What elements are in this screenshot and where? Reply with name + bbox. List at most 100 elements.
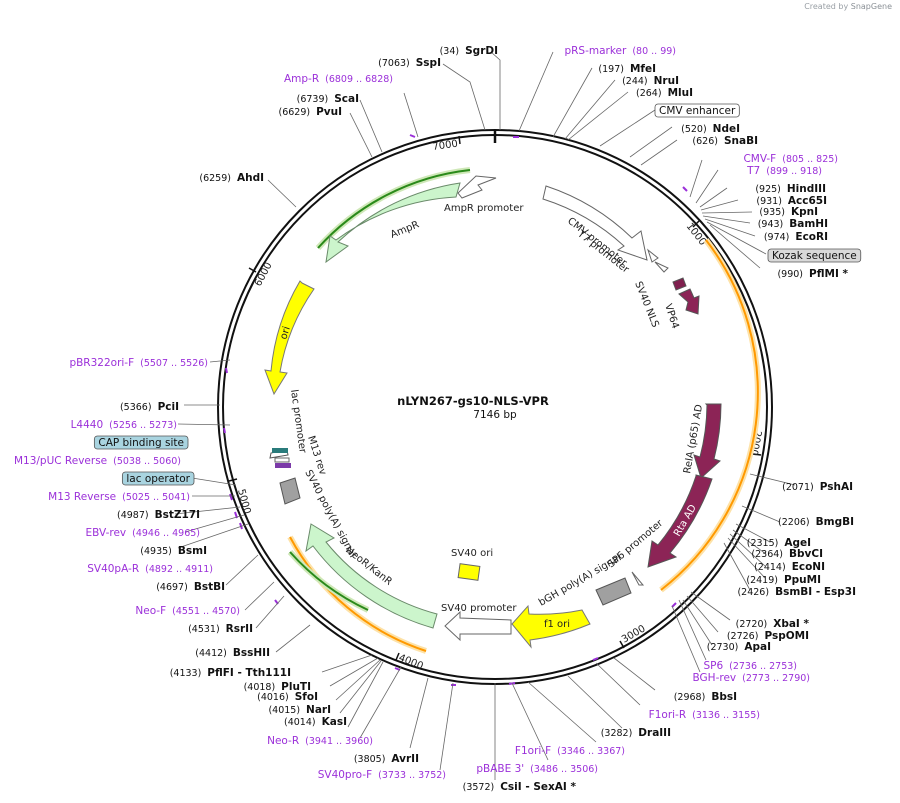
site-name: BstBI bbox=[194, 581, 225, 593]
site-label-enzyme[interactable]: (2726)PspOMI bbox=[727, 630, 809, 642]
site-position: (626) bbox=[692, 136, 718, 147]
site-label-enzyme[interactable]: (4015)NarI bbox=[268, 704, 331, 716]
site-label-enzyme[interactable]: (3282)DraIII bbox=[601, 727, 671, 739]
feature-cap-site[interactable] bbox=[272, 448, 288, 453]
site-position: (4551 .. 4570) bbox=[172, 606, 240, 617]
feature-t7-promoter[interactable] bbox=[646, 248, 659, 263]
site-label-primer[interactable]: (899 .. 918)T7 bbox=[746, 165, 822, 177]
site-label-enzyme[interactable]: (3805)AvrII bbox=[354, 753, 419, 765]
site-label-primer[interactable]: (4892 .. 4911)SV40pA-R bbox=[87, 563, 213, 575]
feature-ampr[interactable] bbox=[325, 182, 461, 264]
site-label-primer[interactable]: (5025 .. 5041)M13 Reverse bbox=[48, 491, 190, 503]
site-label-primer[interactable]: (3136 .. 3155)F1ori-R bbox=[649, 709, 760, 721]
site-name: PspOMI bbox=[764, 630, 809, 642]
site-label-feature[interactable]: CAP binding site bbox=[93, 435, 189, 450]
site-name: NarI bbox=[306, 704, 331, 716]
site-label-enzyme[interactable]: (2414)EcoNI bbox=[754, 561, 825, 573]
site-label-enzyme[interactable]: (2730)ApaI bbox=[707, 641, 771, 653]
site-label-primer[interactable]: (3486 .. 3506)pBABE 3' bbox=[476, 763, 598, 775]
feature-ampr-promoter[interactable] bbox=[457, 175, 497, 199]
site-label-enzyme[interactable]: (6629)PvuI bbox=[278, 106, 342, 118]
site-label-feature[interactable]: Kozak sequence bbox=[767, 248, 862, 263]
site-label-enzyme[interactable]: (2720)XbaI * bbox=[736, 618, 810, 630]
site-label-feature[interactable]: lac operator bbox=[121, 471, 195, 486]
site-label-enzyme[interactable]: (935)KpnI bbox=[759, 206, 818, 218]
site-label-enzyme[interactable]: (2206)BmgBI bbox=[778, 516, 854, 528]
site-name: KpnI bbox=[791, 206, 818, 218]
site-label-primer[interactable]: (3941 .. 3960)Neo-R bbox=[267, 735, 373, 747]
site-label-enzyme[interactable]: (4531)RsrII bbox=[188, 623, 253, 635]
site-label-enzyme[interactable]: (4412)BssHII bbox=[195, 647, 270, 659]
site-label-enzyme[interactable]: (2968)BbsI bbox=[674, 691, 737, 703]
site-label-enzyme[interactable]: (244)NruI bbox=[622, 75, 679, 87]
site-position: (3136 .. 3155) bbox=[692, 710, 760, 721]
site-label-enzyme[interactable]: (6259)AhdI bbox=[199, 172, 264, 184]
site-label-enzyme[interactable]: (3572)CsiI - SexAI * bbox=[463, 781, 577, 793]
feature-label-f1-ori: f1 ori bbox=[544, 619, 570, 630]
site-position: (3572) bbox=[463, 782, 495, 793]
site-label-enzyme[interactable]: (2426)BsmBI - Esp3I bbox=[737, 586, 856, 598]
site-name: AvrII bbox=[391, 753, 419, 765]
site-name: Neo-R bbox=[267, 735, 299, 747]
feature-sv40-promoter[interactable] bbox=[444, 610, 512, 642]
site-label-enzyme[interactable]: (4987)BstZ17I bbox=[117, 509, 200, 521]
site-label-enzyme[interactable]: (34)SgrDI bbox=[440, 45, 498, 57]
feature-tag-text: lac operator bbox=[126, 473, 190, 485]
feature-neor-kanr[interactable] bbox=[305, 523, 438, 629]
site-label-feature[interactable]: CMV enhancer bbox=[654, 103, 740, 118]
site-label-primer[interactable]: (5507 .. 5526)pBR322ori-F bbox=[69, 357, 208, 369]
feature-vp64[interactable] bbox=[678, 288, 700, 315]
site-label-enzyme[interactable]: (4014)KasI bbox=[284, 716, 347, 728]
site-label-enzyme[interactable]: (7063)SspI bbox=[378, 57, 441, 69]
feature-sv40-polya[interactable] bbox=[279, 477, 301, 505]
site-label-primer[interactable]: (4946 .. 4965)EBV-rev bbox=[86, 527, 201, 539]
feature-cmv-promoter[interactable] bbox=[542, 185, 648, 261]
site-label-enzyme[interactable]: (264)MluI bbox=[636, 87, 693, 99]
site-label-enzyme[interactable]: (626)SnaBI bbox=[692, 135, 758, 147]
site-position: (7063) bbox=[378, 58, 410, 69]
site-label-primer[interactable]: (2773 .. 2790)BGH-rev bbox=[693, 672, 810, 684]
site-label-primer[interactable]: (3346 .. 3367)F1ori-F bbox=[515, 745, 625, 757]
feature-ori[interactable] bbox=[264, 280, 315, 396]
plasmid-name: nLYN267-gs10-NLS-VPR bbox=[397, 394, 549, 408]
site-label-enzyme[interactable]: (4018)PluTI bbox=[244, 681, 311, 693]
feature-sv40-nls[interactable] bbox=[672, 277, 687, 291]
site-label-enzyme[interactable]: (5366)PciI bbox=[120, 401, 179, 413]
site-label-enzyme[interactable]: (2419)PpuMI bbox=[746, 574, 821, 586]
site-label-enzyme[interactable]: (4133)PflFI - Tth111I bbox=[170, 667, 291, 679]
feature-lac-operator[interactable] bbox=[275, 463, 291, 468]
site-label-enzyme[interactable]: (4935)BsmI bbox=[140, 545, 207, 557]
site-label-enzyme[interactable]: (990)PflMI * bbox=[777, 268, 848, 280]
site-label-enzyme[interactable]: (520)NdeI bbox=[681, 123, 740, 135]
site-label-primer[interactable]: (6809 .. 6828)Amp-R bbox=[284, 73, 393, 85]
site-label-primer[interactable]: (80 .. 99)pRS-marker bbox=[564, 45, 676, 57]
site-label-enzyme[interactable]: (931)Acc65I bbox=[756, 195, 827, 207]
site-label-primer[interactable]: (5256 .. 5273)L4440 bbox=[71, 419, 177, 431]
site-position: (2206) bbox=[778, 517, 810, 528]
site-label-enzyme[interactable]: (2071)PshAI bbox=[782, 481, 853, 493]
site-label-primer[interactable]: (5038 .. 5060)M13/pUC Reverse bbox=[14, 455, 181, 467]
site-label-enzyme[interactable]: (4697)BstBI bbox=[156, 581, 225, 593]
site-name: BGH-rev bbox=[693, 672, 737, 684]
feature-f1-ori[interactable] bbox=[511, 604, 591, 649]
feature-sp6-promoter[interactable] bbox=[631, 571, 645, 586]
site-label-primer[interactable]: (805 .. 825)CMV-F bbox=[743, 153, 838, 165]
site-label-primer[interactable]: (4551 .. 4570)Neo-F bbox=[135, 605, 240, 617]
site-label-enzyme[interactable]: (925)HindIII bbox=[755, 183, 826, 195]
site-position: (2414) bbox=[754, 562, 786, 573]
site-label-primer[interactable]: (3733 .. 3752)SV40pro-F bbox=[318, 769, 446, 781]
feature-sv40-ori[interactable] bbox=[457, 563, 481, 581]
site-name: MluI bbox=[668, 87, 693, 99]
site-position: (2968) bbox=[674, 692, 706, 703]
site-label-enzyme[interactable]: (6739)ScaI bbox=[297, 93, 359, 105]
site-label-enzyme[interactable]: (2364)BbvCI bbox=[751, 548, 823, 560]
site-label-enzyme[interactable]: (2315)AgeI bbox=[747, 537, 811, 549]
site-label-enzyme[interactable]: (943)BamHI bbox=[758, 218, 828, 230]
feature-rta-ad[interactable] bbox=[647, 474, 713, 568]
site-position: (2720) bbox=[736, 619, 768, 630]
site-label-primer[interactable]: (2736 .. 2753)SP6 bbox=[703, 660, 797, 672]
feature-bgh-polya[interactable] bbox=[595, 577, 632, 606]
site-label-enzyme[interactable]: (4016)SfoI bbox=[257, 691, 318, 703]
site-label-enzyme[interactable]: (974)EcoRI bbox=[764, 231, 828, 243]
site-label-enzyme[interactable]: (197)MfeI bbox=[598, 63, 656, 75]
